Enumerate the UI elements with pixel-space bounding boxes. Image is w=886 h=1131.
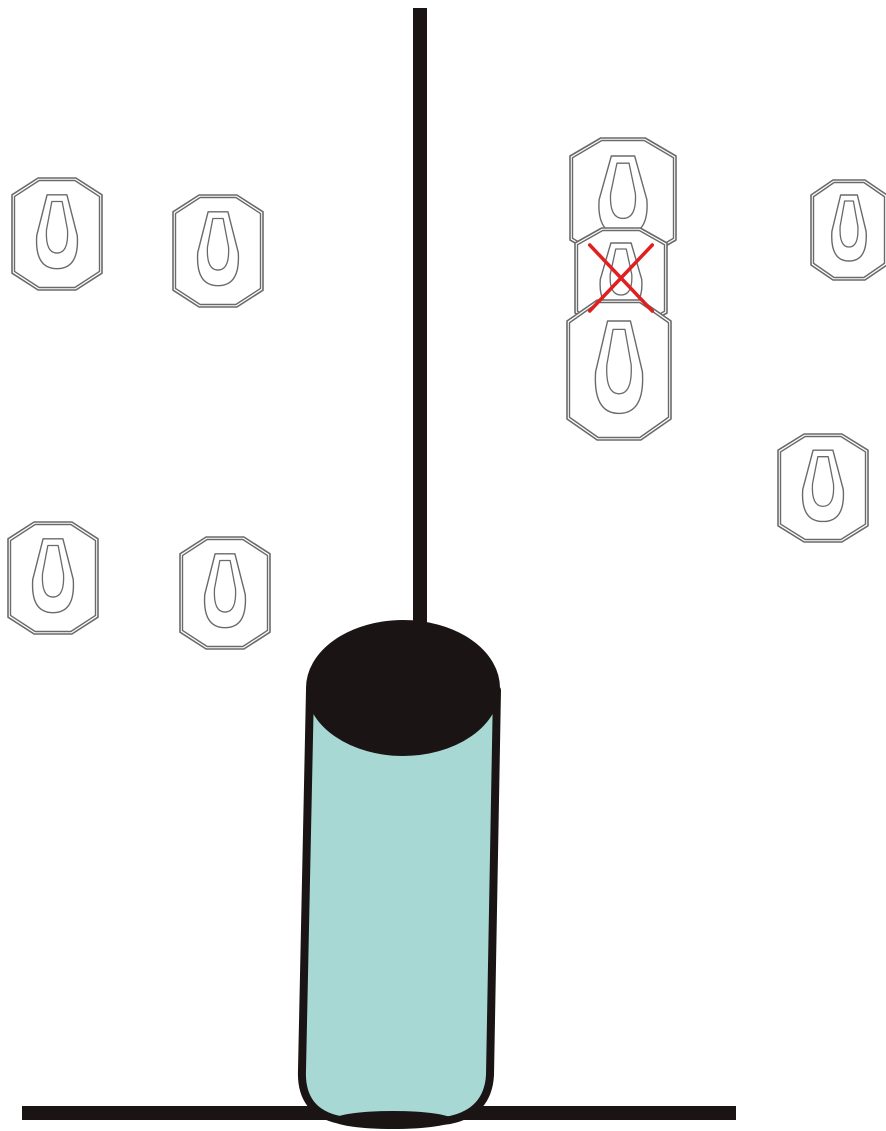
target-a-zone [606, 328, 632, 395]
target-outer-ring [7, 521, 99, 635]
target-outer-ring-inner [779, 435, 867, 541]
target-outer-ring-inner [13, 179, 101, 289]
target-c-zone [31, 538, 75, 614]
vertical-wall [413, 8, 427, 648]
target-outer-ring [810, 179, 886, 281]
target-a-zone [41, 544, 65, 598]
target-outer-ring-inner [9, 523, 97, 633]
target-t3 [7, 521, 99, 635]
target-t2 [172, 194, 264, 308]
target-a-zone [609, 162, 637, 220]
targets-layer [7, 137, 886, 650]
target-outer-ring [179, 536, 271, 650]
target-outer-ring-inner [181, 538, 269, 648]
target-t4 [179, 536, 271, 650]
target-outer-ring [777, 433, 869, 543]
target-c-zone [203, 553, 247, 629]
barrel-base-shadow [333, 1111, 453, 1129]
target-a-zone [839, 200, 859, 248]
target-outer-ring-inner [174, 196, 262, 306]
target-a-zone [45, 200, 69, 254]
target-c-zone [35, 194, 79, 270]
target-t8 [810, 179, 886, 281]
target-outer-ring-inner [812, 181, 886, 279]
barrel-top [306, 620, 500, 756]
target-outer-ring [172, 194, 264, 308]
barrel [297, 620, 501, 1129]
no-shoot-marks-layer [587, 243, 655, 313]
target-c-zone [196, 211, 240, 287]
target-c-zone [594, 320, 644, 415]
target-c-zone [801, 449, 845, 523]
target-a-zone [811, 456, 835, 508]
target-a-zone [213, 559, 237, 613]
target-t9 [777, 433, 869, 543]
target-outer-ring [11, 177, 103, 291]
target-c-zone [831, 194, 867, 262]
target-a-zone [206, 217, 230, 271]
target-t7 [566, 299, 672, 441]
no-shoot-x-mark [587, 243, 655, 313]
no-shoot-x-stroke-2 [587, 243, 655, 313]
target-a-zone [609, 248, 633, 296]
target-t1 [11, 177, 103, 291]
